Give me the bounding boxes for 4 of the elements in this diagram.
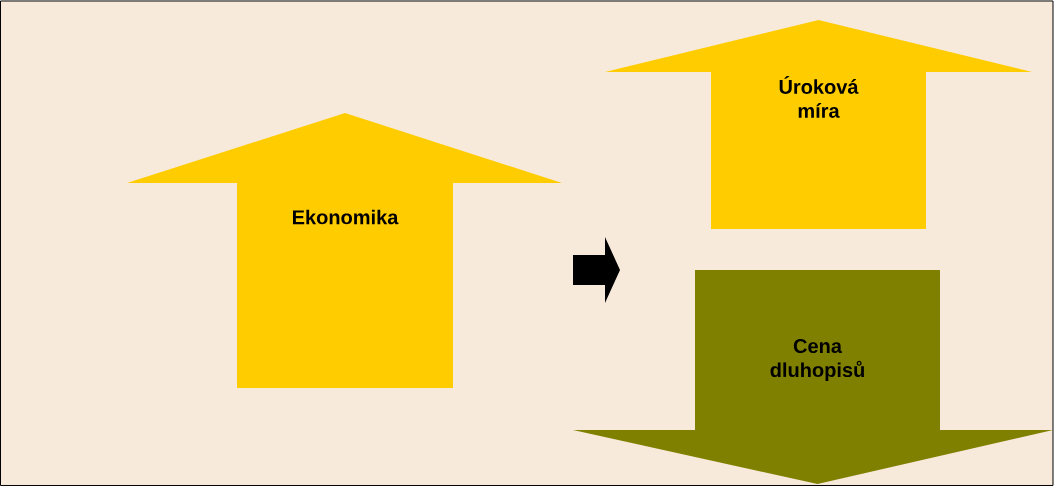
upward-shape-box: Úroková míra: [605, 20, 1032, 229]
downward-shape-box: Cena dluhopisů: [573, 270, 1053, 484]
upward-shape-box: Ekonomika: [127, 113, 562, 388]
block-arrow: [573, 237, 620, 303]
